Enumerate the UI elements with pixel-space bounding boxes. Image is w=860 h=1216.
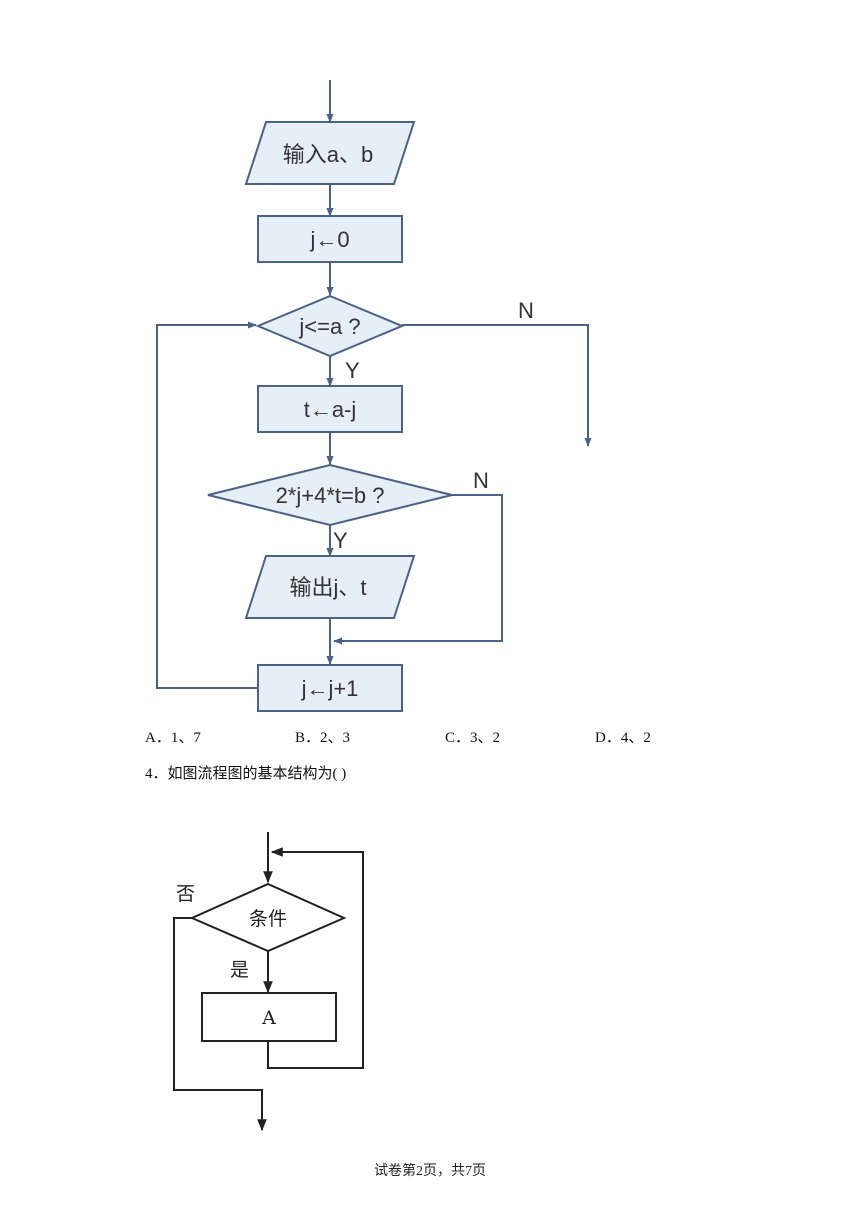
loop-decision-node: j<=a ? xyxy=(255,294,405,358)
flowchart-1: 输入a、b j←0 j<=a ? N Y t←a-j 2*j+4*t=b xyxy=(156,80,592,712)
check-no-branch xyxy=(333,494,503,645)
fc2-yes-label: 是 xyxy=(230,959,249,981)
option-c: C．3、2 xyxy=(445,730,501,746)
check-no-label: N xyxy=(473,468,489,493)
option-a: A．1、7 xyxy=(145,730,201,746)
loop-no-label: N xyxy=(518,298,534,323)
init-node-label: j←0 xyxy=(309,227,349,252)
fc2-no-label: 否 xyxy=(176,883,195,905)
option-b: B．2、3 xyxy=(295,730,351,746)
input-node-label: 输入a、b xyxy=(283,142,373,167)
assign-node-label: t←a-j xyxy=(304,397,357,422)
init-node: j←0 xyxy=(257,215,403,263)
check-decision-node: 2*j+4*t=b ? xyxy=(207,463,453,527)
increment-node: j←j+1 xyxy=(257,664,403,712)
fc2-condition-node: 条件 xyxy=(189,882,347,953)
option-d: D．4、2 xyxy=(595,730,651,746)
page-footer: 试卷第2页，共7页 xyxy=(374,1164,486,1179)
loop-no-branch xyxy=(402,324,592,447)
fc2-loop-back-arrow xyxy=(267,847,364,1069)
fc2-no-branch xyxy=(173,917,267,1132)
fc2-process-label: A xyxy=(261,1007,276,1029)
check-decision-label: 2*j+4*t=b ? xyxy=(276,483,385,508)
output-node: 输出j、t xyxy=(244,555,416,619)
loop-decision-label: j<=a ? xyxy=(298,314,360,339)
check-yes-label: Y xyxy=(333,528,348,553)
fc2-condition-label: 条件 xyxy=(249,908,287,930)
output-node-label: 输出j、t xyxy=(289,575,366,600)
loop-yes-label: Y xyxy=(345,358,360,383)
increment-node-label: j←j+1 xyxy=(301,676,359,701)
question-4: 4．如图流程图的基本结构为( ) xyxy=(145,766,347,782)
loop-back-arrow xyxy=(156,321,258,689)
fc2-process-node: A xyxy=(201,992,337,1042)
assign-node: t←a-j xyxy=(257,385,403,433)
input-node: 输入a、b xyxy=(244,121,416,185)
